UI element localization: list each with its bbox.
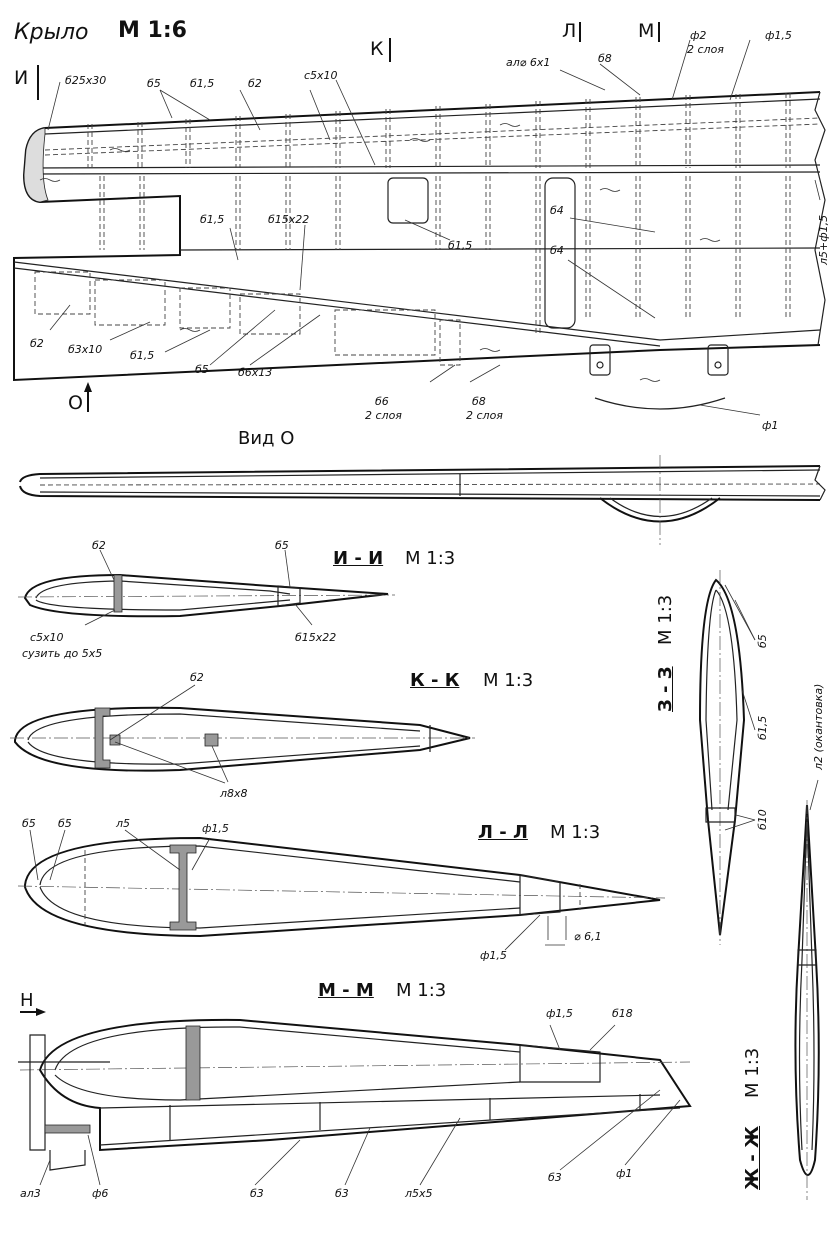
label-b15x22: б15х22 — [268, 213, 310, 226]
label-mm-b18: б18 — [612, 1007, 633, 1020]
label-ii-c5x10: с5х10 — [30, 631, 64, 644]
marker-h: Н — [20, 990, 34, 1011]
label-zz-b10: б10 — [756, 809, 769, 830]
section-zz-scale: М 1:3 — [655, 594, 676, 645]
label-ll-b5b: б5 — [58, 817, 72, 830]
label-al6x1: ал⌀ 6х1 — [506, 56, 551, 69]
section-mm-drawing — [18, 1008, 692, 1186]
section-zz-title: З - З — [655, 666, 676, 712]
marker-l: Л — [562, 20, 577, 42]
label-b1-5-top: б1,5 — [190, 77, 215, 90]
label-mm-al3: ал3 — [20, 1187, 41, 1200]
label-b6x13: б6х13 — [238, 366, 273, 379]
view-o-title: Вид О — [238, 428, 295, 449]
label-mm-l5x5: л5х5 — [405, 1187, 433, 1200]
wing-plan-view — [13, 22, 826, 416]
label-b1-5-low: б1,5 — [130, 349, 155, 362]
label-l5-f1-5: л5+ф1,5 — [817, 214, 830, 265]
label-b4-b: б4 — [550, 244, 564, 257]
label-zz-b1-5: б1,5 — [756, 715, 769, 740]
label-b6-layers: 2 слоя — [365, 409, 402, 422]
section-zhzh-drawing — [794, 779, 820, 1200]
view-o-drawing — [19, 455, 826, 545]
label-ii-narrow: сузить до 5х5 — [22, 647, 103, 660]
label-zhzh-l2: л2 (окантовка) — [812, 683, 825, 770]
label-ll-l5: л5 — [116, 817, 131, 830]
label-mm-f1-5: ф1,5 — [546, 1007, 573, 1020]
label-b5: б5 — [147, 77, 161, 90]
marker-o: О — [68, 392, 83, 414]
label-mm-b3-c: б3 — [548, 1171, 562, 1184]
section-mm-scale: М 1:3 — [396, 980, 447, 1001]
label-b8-top: б8 — [598, 52, 612, 65]
section-ii-scale: М 1:3 — [405, 548, 456, 569]
label-kk-l8x8: л8х8 — [220, 787, 248, 800]
label-f1-5-top: ф1,5 — [765, 29, 792, 42]
section-ll-title: Л - Л — [478, 822, 528, 843]
label-f2-layers: 2 слоя — [687, 43, 724, 56]
label-ll-f1-5: ф1,5 — [202, 822, 229, 835]
label-f1: ф1 — [762, 419, 779, 432]
label-b8-layers: 2 слоя — [466, 409, 503, 422]
section-kk-title: К - К — [410, 670, 460, 691]
label-b3x10: б3х10 — [68, 343, 103, 356]
label-mm-f1: ф1 — [616, 1167, 633, 1180]
section-ll-drawing — [17, 829, 666, 951]
label-ii-b5: б5 — [275, 539, 289, 552]
section-kk-drawing — [10, 684, 475, 784]
marker-k: К — [370, 38, 384, 60]
label-b8-low: б8 — [472, 395, 486, 408]
section-zz-drawing — [698, 570, 756, 945]
section-ll-scale: М 1:3 — [550, 822, 601, 843]
section-zhzh-scale: М 1:3 — [742, 1047, 763, 1098]
section-mm-title: М - М — [318, 980, 374, 1001]
marker-i: И — [14, 67, 29, 89]
label-kk-b2: б2 — [190, 671, 204, 684]
label-b1-5-rib: б1,5 — [448, 239, 473, 252]
label-b2-left: б2 — [30, 337, 44, 350]
label-ll-dia: ⌀ 6,1 — [574, 930, 602, 943]
label-ll-f1-5-bottom: ф1,5 — [480, 949, 507, 962]
drawing-scale: М 1:6 — [118, 18, 187, 43]
section-ii-title: И - И — [333, 548, 384, 569]
label-ll-b5a: б5 — [22, 817, 36, 830]
label-b5-low: б5 — [195, 363, 209, 376]
label-b4-a: б4 — [550, 204, 564, 217]
label-ii-b2: б2 — [92, 539, 106, 552]
label-mm-b3-a: б3 — [250, 1187, 264, 1200]
section-zhzh-title: Ж - Ж — [742, 1125, 763, 1190]
label-b2-top: б2 — [248, 77, 262, 90]
drawing-title: Крыло — [14, 20, 89, 45]
label-ii-b15x22: б15х22 — [295, 631, 337, 644]
section-kk-scale: М 1:3 — [483, 670, 534, 691]
section-ii-drawing — [17, 549, 396, 626]
marker-m: М — [638, 20, 655, 42]
label-b1-5-mid: б1,5 — [200, 213, 225, 226]
label-b25x30: б25х30 — [65, 74, 107, 87]
label-f2: ф2 — [690, 29, 707, 42]
label-mm-f6: ф6 — [92, 1187, 109, 1200]
label-b6: б6 — [375, 395, 389, 408]
label-zz-b5: б5 — [756, 634, 769, 648]
label-c5x10: с5х10 — [304, 69, 338, 82]
label-mm-b3-b: б3 — [335, 1187, 349, 1200]
